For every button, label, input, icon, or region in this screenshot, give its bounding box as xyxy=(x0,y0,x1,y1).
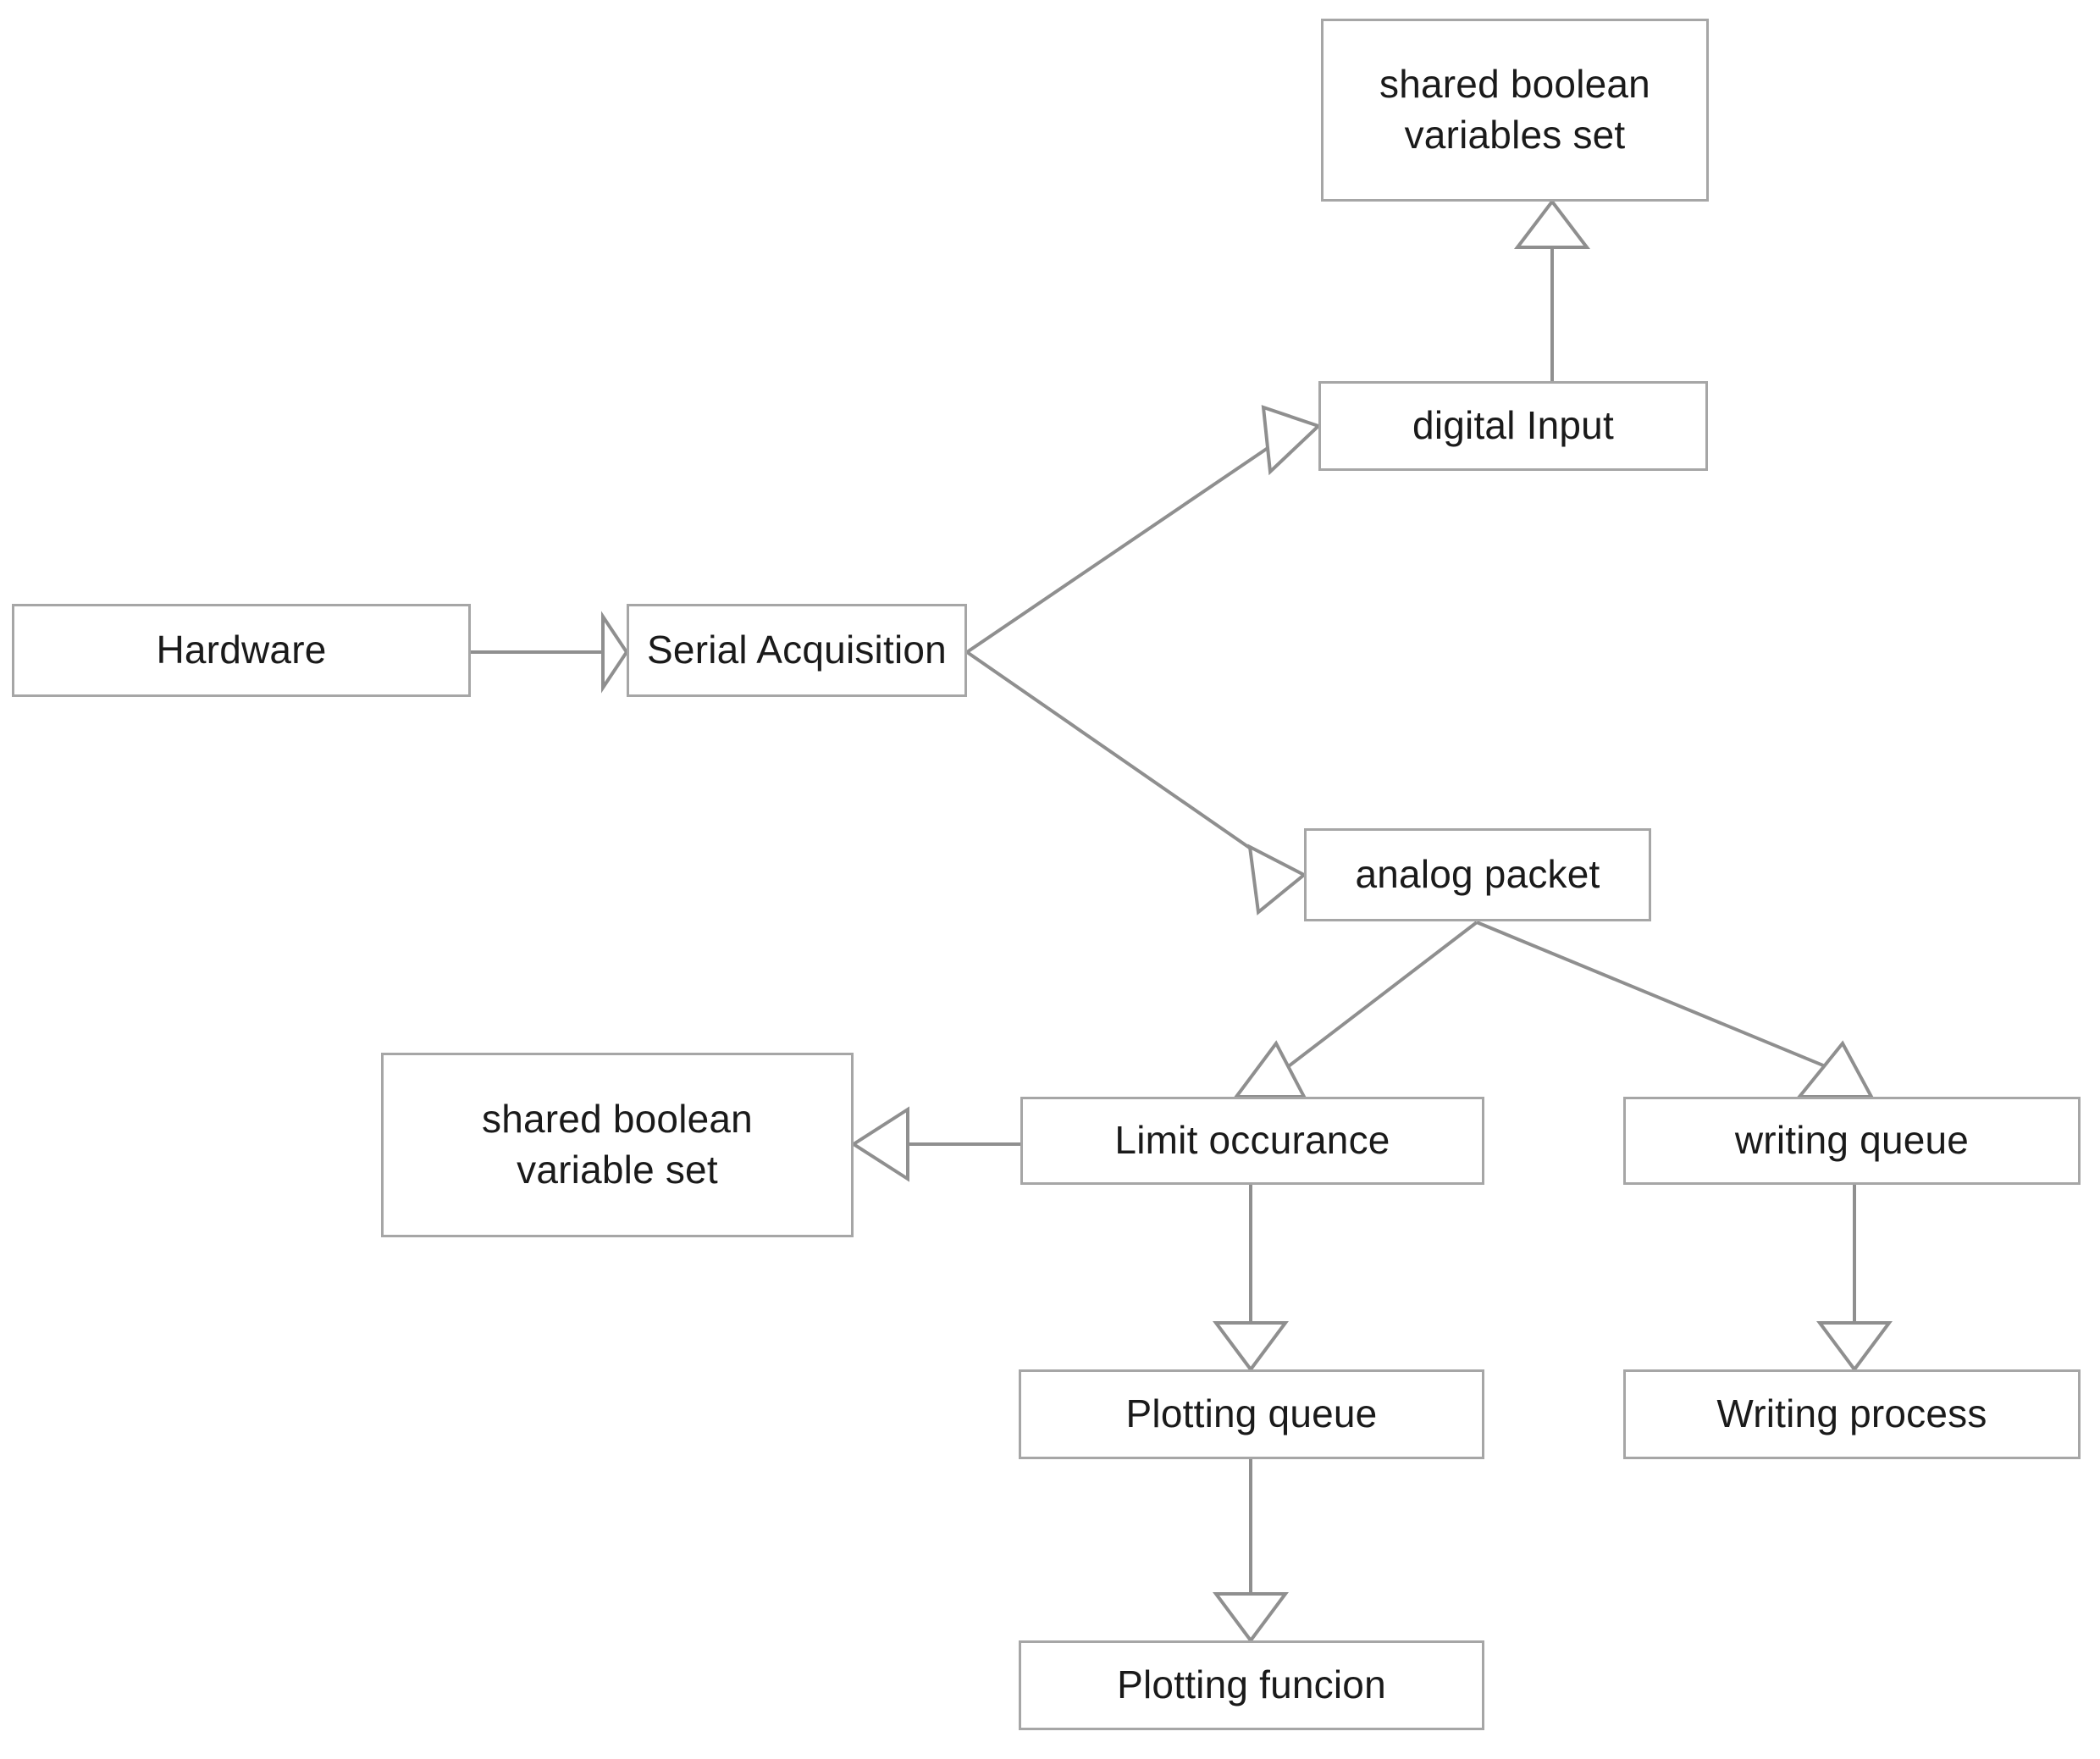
node-label: Plotting funcion xyxy=(1117,1662,1386,1707)
node-label: Plotting queue xyxy=(1125,1391,1378,1436)
node-label: Serial Acquisition xyxy=(647,628,947,672)
node-plotting-queue[interactable]: Plotting queue xyxy=(1019,1369,1484,1459)
edge-hardware-to-serial-acquisition xyxy=(471,611,629,694)
node-writing-process[interactable]: Writing process xyxy=(1623,1369,2081,1459)
node-label: Limit occurance xyxy=(1114,1118,1390,1163)
edge-plotting-queue-to-plotting-funcion xyxy=(1213,1459,1289,1644)
edge-serial-acquisition-to-digital-input xyxy=(965,405,1322,654)
node-label: writing queue xyxy=(1734,1118,1970,1163)
node-shared-boolean-variable-set[interactable]: shared boolean variable set xyxy=(381,1053,854,1237)
node-shared-boolean-variables-set[interactable]: shared boolean variables set xyxy=(1321,19,1709,202)
edge-analog-packet-to-writing-queue xyxy=(1476,921,1875,1098)
node-digital-input[interactable]: digital Input xyxy=(1318,381,1708,471)
node-plotting-funcion[interactable]: Plotting funcion xyxy=(1019,1640,1484,1730)
edge-limit-occurance-to-plotting-queue xyxy=(1213,1185,1289,1373)
node-writing-queue[interactable]: writing queue xyxy=(1623,1097,2081,1185)
node-label: Hardware xyxy=(156,628,327,672)
node-label: shared boolean variables set xyxy=(1379,62,1650,157)
node-label: shared boolean variable set xyxy=(482,1097,753,1192)
node-hardware[interactable]: Hardware xyxy=(12,604,471,697)
edge-limit-occurance-to-shared-boolean-variable-set xyxy=(850,1106,1020,1182)
node-label: Writing process xyxy=(1716,1391,1987,1436)
node-label: digital Input xyxy=(1412,403,1614,448)
edge-digital-input-to-shared-boolean-variables-set xyxy=(1513,198,1591,381)
node-serial-acquisition[interactable]: Serial Acquisition xyxy=(627,604,967,697)
edge-analog-packet-to-limit-occurance xyxy=(1233,921,1478,1098)
node-limit-occurance[interactable]: Limit occurance xyxy=(1020,1097,1484,1185)
edge-serial-acquisition-to-analog-packet xyxy=(965,650,1307,915)
edge-writing-queue-to-writing-process xyxy=(1816,1185,1893,1373)
node-label: analog packet xyxy=(1355,852,1600,897)
node-analog-packet[interactable]: analog packet xyxy=(1304,828,1651,921)
